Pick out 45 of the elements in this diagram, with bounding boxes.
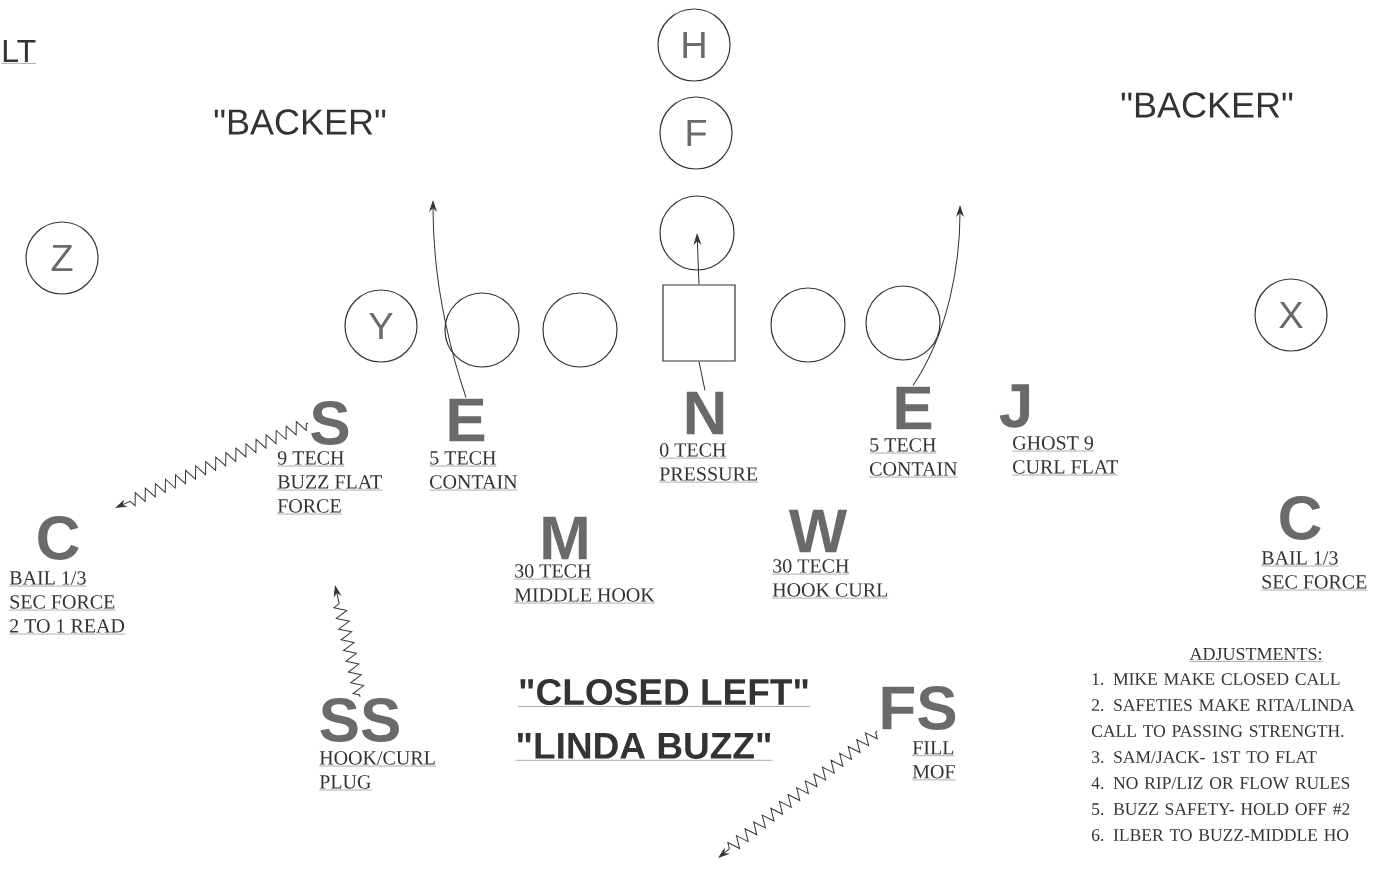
defender-letter: E — [896, 386, 932, 430]
formation-label: "BACKER" — [214, 109, 386, 135]
assignment-text: GHOST 9 CURL FLAT — [1012, 436, 1119, 476]
assignment-text: 5 TECH CONTAIN — [869, 438, 958, 478]
lineman-circle — [659, 195, 735, 271]
assignment-text: HOOK/CURL PLUG — [319, 751, 437, 791]
assignment-text: FILL MOF — [912, 741, 956, 781]
defender-letter: N — [686, 391, 724, 435]
assignment-text: BAIL 1/3 SEC FORCE — [1261, 551, 1368, 591]
assignment-text: 9 TECH BUZZ FLAT FORCE — [277, 451, 383, 515]
defender-letter: W — [788, 509, 848, 553]
zigzag-arrow — [115, 421, 309, 508]
defender-letter: C — [38, 516, 79, 560]
assignment-text: BAIL 1/3 SEC FORCE 2 TO 1 READ — [9, 571, 126, 635]
play-call: "LINDA BUZZ" — [515, 733, 773, 761]
defender-letter: SS — [320, 698, 399, 742]
defender-letter: C — [1280, 496, 1321, 540]
lineman-circle — [444, 292, 520, 368]
adjustment-item: 1. MIKE MAKE CLOSED CALL — [1092, 673, 1340, 686]
adjustment-item: 2. SAFETIES MAKE RITA/LINDA CALL TO PASSING STRENGTH. — [1091, 699, 1355, 738]
assignment-text: 30 TECH HOOK CURL — [772, 559, 889, 599]
adjustment-item: 6. ILBER TO BUZZ-MIDDLE HO — [1091, 829, 1349, 842]
lineman-circle — [542, 292, 618, 368]
center-square — [662, 284, 736, 362]
arrow — [429, 201, 467, 398]
play-call: "CLOSED LEFT" — [517, 678, 811, 707]
defender-letter: J — [999, 384, 1029, 428]
assignment-text: 30 TECH MIDDLE HOOK — [514, 564, 655, 604]
lineman-circle — [865, 285, 941, 361]
arrow — [912, 206, 964, 386]
defender-letter: M — [543, 516, 587, 560]
defender-letter: S — [311, 401, 349, 445]
lineman-circle — [770, 287, 846, 363]
formation-label: "BACKER" — [1121, 92, 1293, 118]
assignment-text: 0 TECH PRESSURE — [659, 443, 759, 483]
list-heading: ADJUSTMENTS: — [1189, 647, 1323, 662]
defender-letter: E — [449, 398, 485, 442]
adjustment-item: 5. BUZZ SAFETY- HOLD OFF #2 — [1092, 803, 1350, 816]
assignment-text: 5 TECH CONTAIN — [429, 451, 518, 491]
adjustment-item: 4. NO RIP/LIZ OR FLOW RULES — [1091, 777, 1350, 790]
defender-letter: FS — [882, 686, 956, 730]
zigzag-arrow — [718, 730, 878, 858]
zigzag-arrow — [333, 586, 365, 698]
adjustment-item: 3. SAM/JACK- 1ST TO FLAT — [1092, 751, 1317, 764]
header-text: LT — [1, 40, 37, 64]
